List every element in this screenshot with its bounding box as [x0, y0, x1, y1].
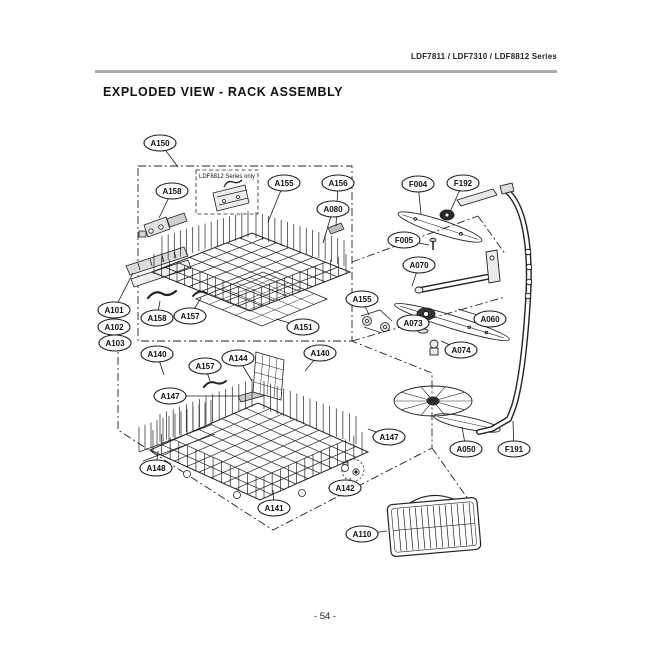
- svg-text:A151: A151: [293, 323, 313, 332]
- roller-bracket-part: [360, 309, 393, 334]
- svg-text:A101: A101: [104, 306, 124, 315]
- part-callout-a155: A155: [345, 290, 379, 308]
- part-callout-a140: A140: [303, 344, 337, 362]
- tine-row-drawing: [138, 400, 216, 462]
- svg-text:A156: A156: [328, 179, 348, 188]
- part-callout-a151: A151: [286, 318, 320, 336]
- page-number: - 54 -: [313, 611, 337, 622]
- svg-text:A147: A147: [379, 433, 399, 442]
- part-callout-a080: A080: [316, 200, 350, 218]
- sensor-assembly-part: [212, 184, 250, 212]
- svg-text:A140: A140: [147, 350, 167, 359]
- svg-text:A102: A102: [104, 323, 124, 332]
- part-callout-a157: A157: [188, 357, 222, 375]
- part-callout-a147: A147: [153, 387, 187, 405]
- svg-text:F192: F192: [454, 179, 473, 188]
- part-callout-f004: F004: [401, 175, 435, 193]
- part-callout-a147: A147: [372, 428, 406, 446]
- part-callout-a050: A050: [449, 440, 483, 458]
- part-callout-a144: A144: [221, 349, 255, 367]
- header-rule: [95, 70, 557, 73]
- upper-rack-shelf-drawing: [194, 271, 329, 327]
- part-callout-a158: A158: [155, 182, 189, 200]
- rail-assembly-part: [125, 246, 189, 276]
- upper-spray-arm: [397, 211, 483, 243]
- fold-rack-grid: [253, 353, 284, 399]
- header-model-series: LDF7811 / LDF7310 / LDF8812 Series: [411, 52, 557, 61]
- part-callout-f192: F192: [446, 174, 480, 192]
- part-callout-a150: A150: [143, 134, 177, 152]
- svg-text:A158: A158: [162, 187, 182, 196]
- part-callout-a060: A060: [473, 310, 507, 328]
- svg-text:A148: A148: [146, 464, 166, 473]
- part-callout-a103: A103: [98, 334, 132, 352]
- part-callout-a148: A148: [139, 459, 173, 477]
- upper-rack-boundary-box: [137, 165, 353, 342]
- part-callout-f191: F191: [497, 440, 531, 458]
- svg-text:A155: A155: [274, 179, 294, 188]
- svg-text:A150: A150: [150, 139, 170, 148]
- svg-text:A103: A103: [105, 339, 125, 348]
- part-callout-a070: A070: [402, 256, 436, 274]
- part-callout-a156: A156: [321, 174, 355, 192]
- svg-text:A147: A147: [160, 392, 180, 401]
- svg-text:F191: F191: [505, 445, 524, 454]
- page-title: EXPLODED VIEW - RACK ASSEMBLY: [103, 85, 344, 99]
- part-callout-a141: A141: [257, 499, 291, 517]
- part-callout-a074: A074: [444, 341, 478, 359]
- latch-part: [143, 216, 171, 238]
- svg-text:A074: A074: [451, 346, 471, 355]
- svg-text:A158: A158: [147, 314, 167, 323]
- svg-text:A144: A144: [228, 354, 248, 363]
- svg-text:F005: F005: [395, 236, 414, 245]
- part-callout-a157: A157: [173, 307, 207, 325]
- svg-text:A157: A157: [195, 362, 215, 371]
- svg-text:A110: A110: [353, 530, 372, 539]
- upper-rack-drawing: [150, 211, 352, 312]
- svg-text:A155: A155: [352, 295, 372, 304]
- cutlery-basket-drawing: [386, 494, 482, 558]
- part-callout-a073: A073: [396, 314, 430, 332]
- svg-text:A157: A157: [180, 312, 200, 321]
- svg-text:A073: A073: [403, 319, 423, 328]
- svg-text:A142: A142: [335, 484, 355, 493]
- svg-text:A070: A070: [409, 261, 429, 270]
- part-callout-a142: A142: [328, 479, 362, 497]
- clip-part: [327, 222, 345, 235]
- callout-leader-lines: [113, 142, 515, 535]
- note-box-ldf8812: LDF8812 Series only: [195, 169, 259, 215]
- part-callout-a158: A158: [140, 309, 174, 327]
- svg-text:F004: F004: [409, 180, 428, 189]
- svg-text:A060: A060: [480, 315, 500, 324]
- inlet-part: [429, 339, 439, 349]
- svg-text:A140: A140: [310, 349, 330, 358]
- part-callout-f005: F005: [387, 231, 421, 249]
- svg-text:A141: A141: [264, 504, 284, 513]
- part-callout-a110: A110: [345, 525, 379, 543]
- note-box-label: LDF8812 Series only: [199, 174, 255, 180]
- basket-handle: [409, 494, 454, 504]
- svg-text:A080: A080: [323, 205, 343, 214]
- part-callout-a140: A140: [140, 345, 174, 363]
- part-callout-a155: A155: [267, 174, 301, 192]
- part-callout-a101: A101: [97, 301, 131, 319]
- part-callout-a102: A102: [97, 318, 131, 336]
- spray-arm-spokes: [394, 386, 472, 416]
- svg-text:A050: A050: [456, 445, 476, 454]
